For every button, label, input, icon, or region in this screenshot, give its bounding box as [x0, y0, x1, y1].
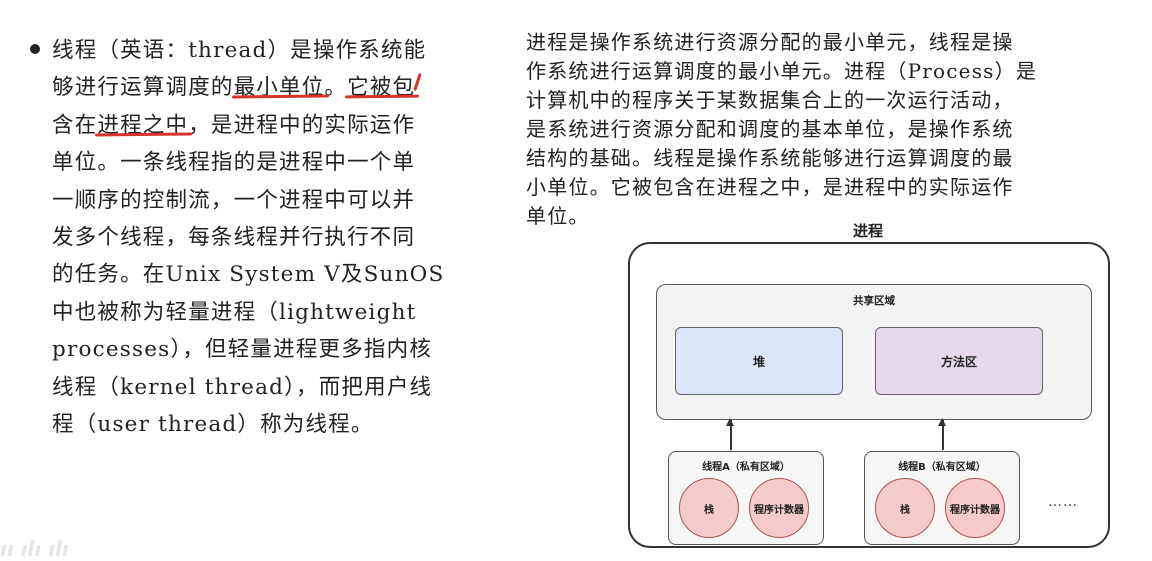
- thread-a-stack: 栈: [679, 478, 739, 538]
- left-line-9: processes），但轻量进程更多指内核: [52, 337, 433, 363]
- left-line-3-rest: ，是进程中的实际运作: [188, 112, 416, 138]
- left-line-3: 含在进程之中，是进程中的实际运作: [52, 107, 470, 144]
- right-line-2: 作系统进行运算调度的最小单元。进程（Process）是: [526, 59, 1038, 83]
- left-line-1: 线程（英语：thread）是操作系统能: [52, 38, 427, 63]
- thread-b-label: 线程B（私有区域）: [898, 462, 986, 473]
- thread-a-box: 线程A（私有区域） 栈 程序计数器: [668, 451, 824, 545]
- highlight-min-unit: 最小单位: [231, 75, 329, 100]
- bullet-icon: [30, 44, 40, 54]
- left-line-8: 中也被称为轻量进程（lightweight: [52, 299, 417, 325]
- shared-area-label: 共享区域: [853, 295, 895, 307]
- left-line-2-period: 。: [324, 75, 348, 101]
- thread-b-pc: 程序计数器: [945, 478, 1005, 538]
- left-line-5: 一顺序的控制流，一个进程中可以并: [52, 187, 416, 213]
- right-line-7: 单位。: [526, 204, 590, 228]
- thread-b-stack: 栈: [875, 478, 935, 538]
- thread-a-pc: 程序计数器: [749, 478, 809, 538]
- left-line-4: 单位。一条线程指的是进程中一个单: [52, 150, 416, 176]
- right-line-3: 计算机中的程序关于某数据集合上的一次运行活动，: [526, 88, 1014, 112]
- diagram-title: 进程: [852, 222, 883, 240]
- left-paragraph: 线程（英语：thread）是操作系统能 够进行运算调度的最小单位。它被包 含在进…: [30, 32, 470, 443]
- left-line-3-text: 含在: [52, 112, 98, 138]
- right-line-1: 进程是操作系统进行资源分配的最小单元，线程是操: [526, 30, 1014, 54]
- left-line-7: 的任务。在Unix System V及SunOS: [52, 262, 445, 288]
- arrow-up-icon: [939, 418, 945, 450]
- left-line-11: 程（user thread）称为线程。: [52, 412, 374, 438]
- right-line-4: 是系统进行资源分配和调度的基本单位，是操作系统: [526, 117, 1014, 141]
- left-line-2-text: 够进行运算调度的: [52, 75, 234, 101]
- left-line-10: 线程（kernel thread），而把用户线: [52, 374, 433, 400]
- shared-area: 共享区域 堆 方法区: [656, 284, 1092, 420]
- right-paragraph: 进程是操作系统进行资源分配的最小单元，线程是操 作系统进行运算调度的最小单元。进…: [526, 28, 1136, 231]
- left-line-6: 发多个线程，每条线程并行执行不同: [52, 225, 416, 251]
- right-line-6: 小单位。它被包含在进程之中，是进程中的实际运作: [526, 175, 1014, 199]
- highlight-in-process: 进程之中: [95, 113, 193, 138]
- right-line-5: 结构的基础。线程是操作系统能够进行运算调度的最: [526, 146, 1014, 170]
- method-area-box: 方法区: [875, 327, 1043, 395]
- arrow-up-icon: [727, 418, 733, 450]
- thread-b-box: 线程B（私有区域） 栈 程序计数器: [864, 451, 1020, 545]
- process-box: 共享区域 堆 方法区 线程A（私有区域） 栈 程序计数器 线程B（私有区域） 栈…: [628, 242, 1110, 548]
- highlight-contained: 它被包: [345, 73, 422, 100]
- heap-box: 堆: [675, 327, 843, 395]
- watermark-logo: ıı ılı ılı: [0, 537, 69, 561]
- thread-a-label: 线程A（私有区域）: [702, 462, 790, 473]
- left-line-2: 够进行运算调度的最小单位。它被包: [52, 69, 470, 106]
- process-diagram: 进程 共享区域 堆 方法区 线程A（私有区域） 栈 程序计数器 线程B（私有区域…: [624, 220, 1112, 550]
- ellipsis: ……: [1048, 494, 1078, 510]
